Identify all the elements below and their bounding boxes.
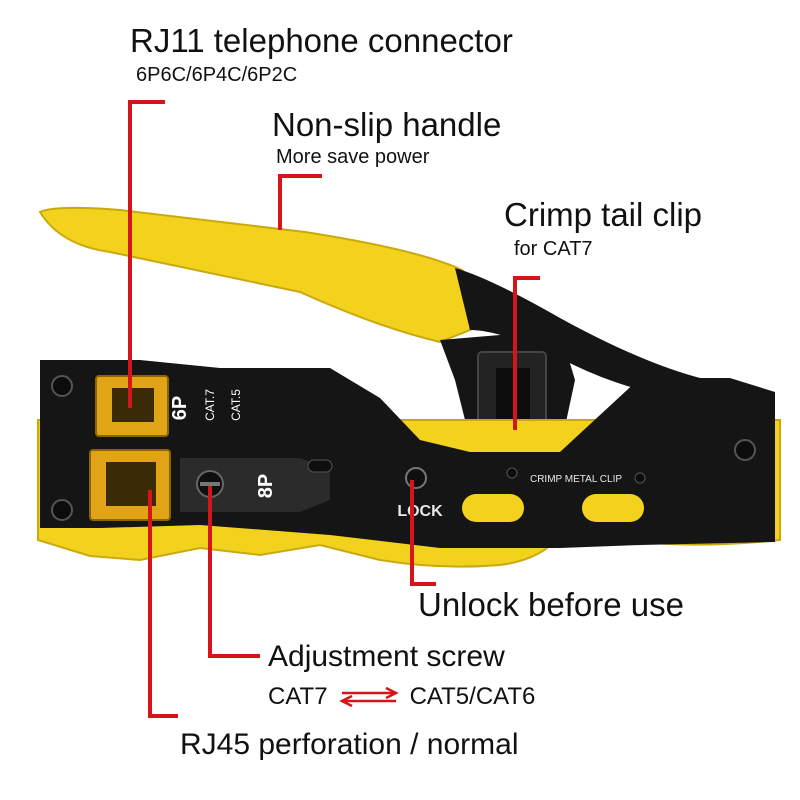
lock-button — [405, 467, 427, 489]
tail-subtitle: for CAT7 — [514, 238, 593, 260]
marking-cat7: CAT.7 — [203, 389, 217, 421]
handle-subtitle: More save power — [276, 146, 430, 168]
screw-small-crimp-right — [634, 472, 646, 484]
yellow-slot-left — [462, 494, 524, 522]
handle-title: Non-slip handle — [272, 106, 502, 143]
yellow-handle — [38, 206, 475, 344]
rj11-title: RJ11 telephone connector — [130, 22, 513, 59]
screw-top-left — [51, 375, 73, 397]
callout-tail — [513, 276, 540, 430]
marking-cat5: CAT.5 — [229, 389, 243, 421]
callout-lines — [128, 100, 540, 718]
marking-lock: LOCK — [397, 503, 443, 520]
screw-bottom-left — [51, 499, 73, 521]
adjustment-label: Adjustment screw — [268, 640, 505, 673]
callout-rj45 — [148, 490, 178, 718]
rj11-subtitle: 6P6C/6P4C/6P2C — [136, 64, 298, 86]
marking-crimp-metal-clip: CRIMP METAL CLIP — [530, 474, 622, 485]
rj45-label: RJ45 perforation / normal — [180, 728, 519, 761]
cat5-cat6-label: CAT5/CAT6 — [409, 683, 536, 710]
callout-handle — [278, 174, 322, 230]
callout-lock — [410, 480, 436, 586]
screw-right — [734, 439, 756, 461]
cat-switch-row: CAT7 CAT5/CAT6 — [268, 680, 535, 714]
callout-rj11 — [128, 100, 165, 408]
callout-screw — [208, 486, 260, 658]
yellow-slot-right — [582, 494, 644, 522]
tail-title: Crimp tail clip — [504, 196, 703, 233]
cat7-label: CAT7 — [268, 683, 328, 710]
screw-small-crimp — [506, 467, 518, 479]
marking-6p: 6P — [169, 396, 191, 420]
double-arrow-swap-icon — [338, 686, 399, 708]
adjustment-plate — [180, 458, 330, 512]
marking-8p: 8P — [255, 474, 277, 498]
unlock-label: Unlock before use — [418, 586, 684, 623]
